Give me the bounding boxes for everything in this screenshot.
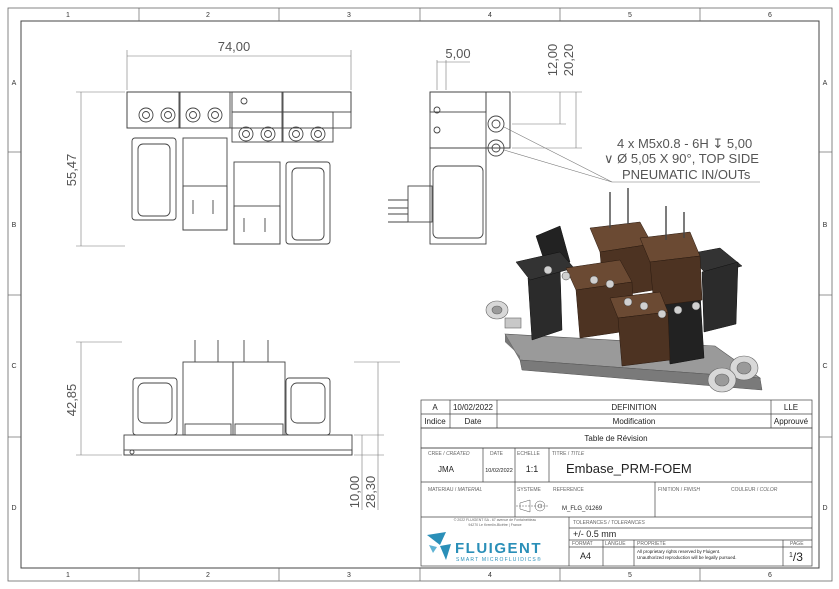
col-label-5-bottom: 5 [628,572,632,579]
rev-col-approved: Approuvé [774,417,809,426]
label-page: PAGE [790,541,804,547]
label-finish: FINITION / FINISH [658,487,700,493]
reference-value: M_FLG_01269 [562,506,603,512]
callout-leader [503,126,760,183]
fluigent-logo-icon [427,532,451,560]
rev-col-date: Date [465,417,482,426]
dim-width-front: 74,00 [218,39,251,54]
dim-side-h2: 20,20 [561,44,576,77]
tolerance-value: +/- 0.5 mm [573,529,616,539]
label-tolerances: TOLERANCES / TOLERANCES [573,520,645,526]
isometric-view [485,188,763,393]
label-system: SYSTEME [517,487,542,493]
label-property: PROPRIETE [637,541,667,547]
row-label-d-right: D [822,505,827,512]
scale-value: 1:1 [526,464,539,474]
label-scale: ECHELLE [517,451,540,457]
rights-line-1: All proprietary rights reserved by Fluig… [637,549,720,554]
rights-line-2: Unauthorized reproduction will be legall… [637,555,737,560]
date-value: 10/02/2022 [485,468,513,474]
side-view-dimensions [436,60,582,149]
col-label-2: 2 [206,12,210,19]
col-label-5: 5 [628,12,632,19]
label-color: COULEUR / COLOR [731,487,778,493]
format-value: A4 [580,551,591,561]
author-value: JMA [438,465,455,474]
row-label-d: D [11,505,16,512]
col-label-6-bottom: 6 [768,572,772,579]
col-label-3-bottom: 3 [347,572,351,579]
col-label-1: 1 [66,12,70,19]
rev-table-title: Table de Révision [584,434,647,443]
drawing-title: Embase_PRM-FOEM [566,461,692,476]
dim-side-h1: 12,00 [545,44,560,77]
thread-callout: 4 x M5x0.8 - 6H ↧ 5,00 ∨ Ø 5,05 X 90°, T… [604,136,759,182]
dim-height-bottom: 42,85 [64,384,79,417]
col-label-1-bottom: 1 [66,572,70,579]
col-label-4-bottom: 4 [488,572,492,579]
brand-name: FLUIGENT [455,540,542,557]
brand-tagline: SMART MICROFLUIDICS® [456,556,542,563]
callout-line-2: ∨ Ø 5,05 X 90°, TOP SIDE [604,151,759,166]
bottom-view [123,340,353,456]
row-label-a: A [12,80,17,87]
projection-symbol-icon [516,499,548,513]
label-created: CREE / CREATED [428,451,470,457]
rev-col-modification: Modification [613,417,656,426]
callout-line-1: 4 x M5x0.8 - 6H ↧ 5,00 [617,136,752,151]
dim-side-offset: 5,00 [445,46,470,61]
front-view [126,91,352,245]
col-label-2-bottom: 2 [206,572,210,579]
dim-height-front: 55,47 [64,154,79,187]
rev-definition: DEFINITION [611,403,657,412]
page-number: 1/3 [789,550,803,564]
dim-bottom-h2: 28,30 [363,476,378,509]
rev-col-index: Indice [424,417,446,426]
dim-bottom-h1: 10,00 [347,476,362,509]
row-label-b-right: B [823,222,828,229]
label-language: LANGUE [605,541,626,547]
label-material: MATERIAU / MATERIAL [428,487,482,493]
row-label-a-right: A [823,80,828,87]
col-label-3: 3 [347,12,351,19]
company-address-1: © 2022 FLUIGENT SA - 67 avenue de Fontai… [454,518,537,522]
row-label-c: C [11,363,16,370]
front-view-dimensions [76,50,352,247]
label-format: FORMAT [572,541,593,547]
rev-date: 10/02/2022 [453,403,494,412]
rev-letter: A [432,403,438,412]
side-view [388,91,511,245]
label-title: TITRE / TITLE [552,451,585,457]
row-label-b: B [12,222,17,229]
col-label-6: 6 [768,12,772,19]
zone-ticks [8,8,832,581]
label-reference: REFERENCE [553,487,585,493]
col-label-4: 4 [488,12,492,19]
title-block-grid [420,447,813,567]
bottom-view-dimensions [76,341,400,510]
rev-approver: LLE [784,403,798,412]
label-date: DATE [490,451,504,457]
callout-line-3: PNEUMATIC IN/OUTs [622,167,751,182]
company-address-2: 94270 Le Kremlin-Bicêtre | France [468,523,521,527]
row-label-c-right: C [822,363,827,370]
